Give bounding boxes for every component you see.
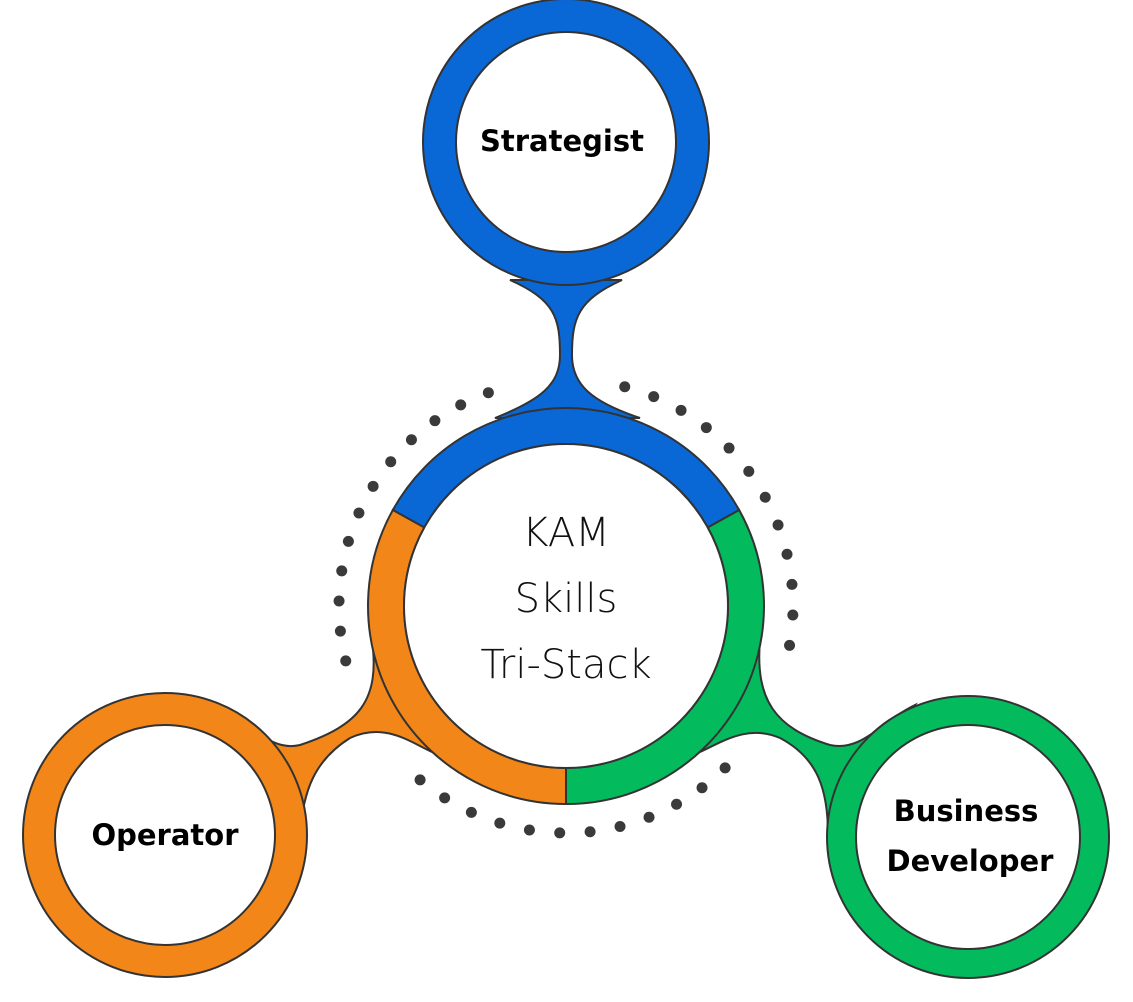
business-developer-connector <box>697 639 918 839</box>
business-developer-label-line-1: Business <box>894 794 1039 828</box>
node-business-developer: Business Developer <box>826 695 1110 979</box>
center-circle <box>403 443 729 769</box>
dot <box>429 415 441 427</box>
dot <box>759 491 771 503</box>
dot <box>342 535 354 547</box>
dot <box>671 798 683 810</box>
dot <box>333 595 345 607</box>
dot <box>700 422 712 434</box>
operator-label: Operator <box>91 818 239 852</box>
strategist-connector <box>494 279 641 419</box>
dot <box>723 442 735 454</box>
dot <box>719 762 731 774</box>
dot <box>385 456 397 468</box>
dot <box>743 465 755 477</box>
dot <box>455 399 467 411</box>
dot <box>643 811 655 823</box>
dot <box>619 381 631 393</box>
dot <box>465 806 477 818</box>
dot <box>584 826 596 838</box>
business-developer-label-line-2: Developer <box>887 844 1055 878</box>
dot <box>353 507 365 519</box>
center-title-line-3: Tri-Stack <box>480 642 651 688</box>
dotted-arcs <box>333 381 799 839</box>
dot <box>554 827 566 839</box>
dot <box>784 639 796 651</box>
dot <box>523 824 535 836</box>
dot <box>675 404 687 416</box>
dot <box>696 782 708 794</box>
dot <box>614 820 626 832</box>
center-ring <box>367 407 765 806</box>
dot <box>786 578 798 590</box>
node-operator: Operator <box>22 692 308 978</box>
strategist-label: Strategist <box>480 124 644 158</box>
dot <box>334 625 346 637</box>
dot <box>494 817 506 829</box>
node-strategist: Strategist <box>422 0 710 286</box>
dot <box>414 774 426 786</box>
dot <box>336 565 348 577</box>
dot <box>648 391 660 403</box>
dot <box>439 792 451 804</box>
dot <box>772 519 784 531</box>
dot <box>405 434 417 446</box>
dot <box>787 609 799 621</box>
dot <box>367 480 379 492</box>
dot <box>781 548 793 560</box>
center-title-line-2: Skills <box>515 576 618 622</box>
dot <box>482 387 494 399</box>
center-title-line-1: KAM <box>522 510 609 556</box>
dot <box>340 655 352 667</box>
